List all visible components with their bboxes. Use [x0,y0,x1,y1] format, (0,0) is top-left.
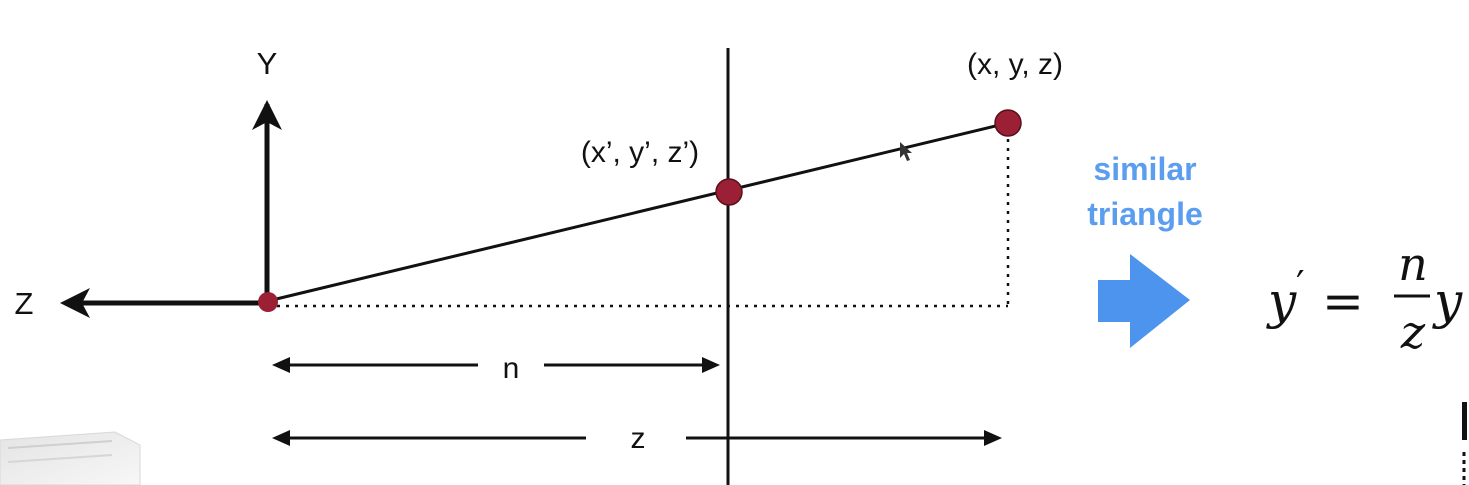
formula-equals: = [1322,272,1364,330]
formula-denominator: z [1400,305,1426,359]
near-point [715,178,743,206]
far-point [994,109,1022,137]
formula-numerator: n [1398,237,1428,291]
formula-lhs-variable: y [1266,272,1297,330]
formula-rhs-variable: y [1432,272,1463,330]
far-point-label: (x, y, z) [967,48,1063,81]
mouse-cursor-icon [900,142,912,161]
near-point-label: (x’, y’, z’) [581,136,699,169]
right-arrow-icon [1098,254,1190,348]
n-dimension [272,357,720,373]
z-axis-label: Z [15,286,34,321]
background-object [0,431,141,485]
projection-ray [267,121,1009,303]
projection-formula: y ′ = n z y [1266,237,1463,359]
z-dimension-label: z [631,422,646,455]
origin-point [258,292,278,312]
formula-prime: ′ [1296,263,1305,307]
y-axis-label: Y [257,46,278,81]
triangle-label: triangle [1087,196,1203,232]
n-dimension-label: n [503,352,520,385]
z-dimension [272,430,1002,446]
similar-label: similar [1093,151,1196,187]
z-axis-arrowhead [60,288,90,318]
y-axis-arrowhead [252,100,282,130]
edge-fragment [1462,402,1467,485]
